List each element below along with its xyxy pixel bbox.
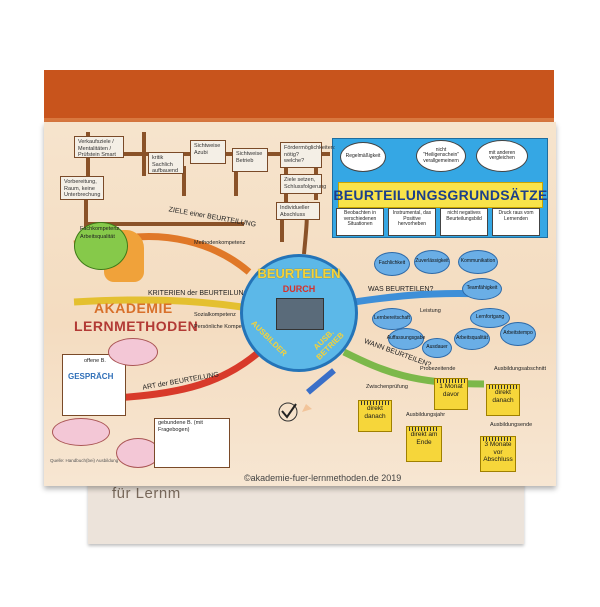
label-was: WAS BEURTEILEN?	[368, 286, 434, 293]
source-note: Quelle: Handbuch(bei) Ausbildung	[50, 458, 119, 463]
sticky-3: direkt danach	[486, 384, 520, 416]
checkmark-icon	[278, 402, 298, 422]
banner-beurteilungsgrundsaetze: BEURTEILUNGSGRUNDSÄTZE	[333, 182, 547, 208]
wood-note-8: Individueller Abschluss	[276, 202, 320, 220]
label-leistung: Leistung	[420, 308, 441, 314]
sticky-2: 1 Monat davor	[434, 378, 468, 410]
note-beobachten: Beobachten in verschiedenen Situationen	[336, 208, 384, 236]
gebundene-b-box	[154, 418, 230, 468]
wann-label-2: Probezeitende	[420, 366, 456, 372]
wann-label-3: Ausbildungsabschnitt	[494, 366, 546, 372]
brand-line1: AKADEMIE	[94, 300, 173, 316]
pencil-icon	[302, 368, 336, 412]
oval-arbeitstempo: Arbeitstempo	[500, 322, 536, 346]
sticky-1: direkt danach	[358, 400, 392, 432]
note-druck: Druck raus vom Lernenden	[492, 208, 540, 236]
wood-note-3: Sichtweise Azubi	[190, 140, 226, 164]
wann-label-1: Zwischenprüfung	[366, 384, 408, 390]
oval-ausdauer: Ausdauer	[422, 338, 452, 358]
wood-note-6: Ziele setzen, Schlussfolgerung	[280, 174, 326, 194]
label-kriterien: KRITERIEN der BEURTEILUNG	[148, 290, 250, 297]
note-instrumental: Instrumental, das Positive hervorheben	[388, 208, 436, 236]
branch-kriterien	[73, 296, 243, 311]
wood-note-4: Sichtweise Betrieb	[232, 148, 268, 172]
gebundene-b-label: gebundene B. (mit Fragebogen)	[158, 420, 203, 433]
oval-lernfortgang: Lernfortgang	[470, 308, 510, 328]
factory-icon	[276, 298, 324, 330]
green-cluster-1	[74, 222, 128, 270]
folder-label: für Lernm	[112, 485, 181, 502]
wann-label-5: Ausbildungsende	[490, 422, 533, 428]
offene-b-label: offene B.	[84, 358, 106, 364]
sticky-4: direkt am Ende	[406, 426, 442, 462]
oval-kommunikation: Kommunikation	[458, 250, 498, 274]
wann-label-4: Ausbildungsjahr	[406, 412, 446, 418]
oval-arbeitsqualitaet: Arbeitsqualität	[454, 328, 490, 350]
oval-zuverlaessigkeit: Zuverlässigkeit	[414, 250, 450, 274]
sticky-5: 3 Monate vor Abschluss	[480, 436, 516, 472]
oval-fachlichkeit: Fachlichkeit	[374, 252, 410, 276]
center-durch: DURCH	[282, 284, 316, 294]
oval-teamfaehigkeit: Teamfähigkeit	[462, 278, 502, 300]
wood-note-2: kritik Sachlich aufbauend	[148, 152, 184, 174]
oval-lernbereitschaft: Lernbereitschaft	[372, 308, 412, 330]
pink-bubble-1	[108, 338, 158, 366]
brand-line2: LERNMETHODEN	[74, 318, 199, 334]
kriterium-persoenlich: Persönliche Kompetenz	[194, 324, 253, 330]
offene-b-box	[62, 354, 126, 416]
bubble-vergleichen: mit anderen vergleichen	[476, 140, 528, 172]
gespraech-label: GESPRÄCH	[68, 372, 114, 381]
kriterium-fach: Fachkompetenz	[80, 226, 120, 232]
kriterium-arbeit: Arbeitsqualität	[80, 234, 115, 240]
note-negatives: nicht negatives Beurteilungsbild	[440, 208, 488, 236]
kriterium-sozial: Sozialkompetenz	[194, 312, 236, 318]
branch-art	[113, 349, 262, 402]
mindmap-card: Regelmäßigkeit nicht "Heiligenschein" ve…	[44, 122, 556, 486]
oval-auffassungsgabe: Auffassungsgabe	[387, 328, 425, 350]
pink-bubble-2	[52, 418, 110, 446]
bubble-heiligenschein: nicht "Heiligenschein" verallgemeinern	[416, 140, 466, 172]
kriterium-methoden: Methodenkompetenz	[194, 240, 246, 246]
center-title: BEURTEILEN	[257, 266, 341, 281]
wood-note-7: Vorbereitung, Raum, keine Unterbrechung	[60, 176, 104, 200]
wood-note-1: Verkaufsziele / Mentalitäten / Prüfstein…	[74, 136, 124, 158]
bubble-regelmaessigkeit: Regelmäßigkeit	[340, 142, 386, 172]
wood-note-5: Fördermöglichkeiten: nötig? welche?	[280, 142, 335, 168]
copyright-footer: ©akademie-fuer-lernmethoden.de 2019	[244, 473, 402, 483]
